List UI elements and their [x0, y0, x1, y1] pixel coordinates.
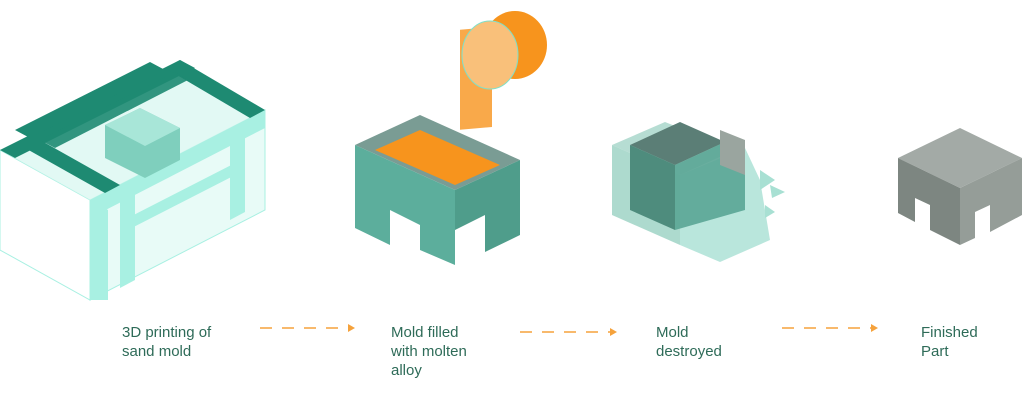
destroyed-mold-illustration — [612, 122, 785, 262]
finished-part-illustration — [898, 128, 1022, 245]
sand-printer-illustration — [0, 60, 266, 301]
filled-mold-illustration — [355, 11, 547, 265]
step-label-mold-filled: Mold filled with molten alloy — [391, 324, 467, 379]
arrow-step3-to-step4 — [782, 324, 878, 332]
step-label-sand-printing: 3D printing of sand mold — [122, 324, 212, 360]
step-label-mold-destroyed: Mold destroyed — [656, 324, 722, 360]
arrow-step2-to-step3 — [520, 328, 617, 336]
step-label-finished-part: Finished Part — [921, 324, 978, 360]
arrow-step1-to-step2 — [260, 324, 355, 332]
